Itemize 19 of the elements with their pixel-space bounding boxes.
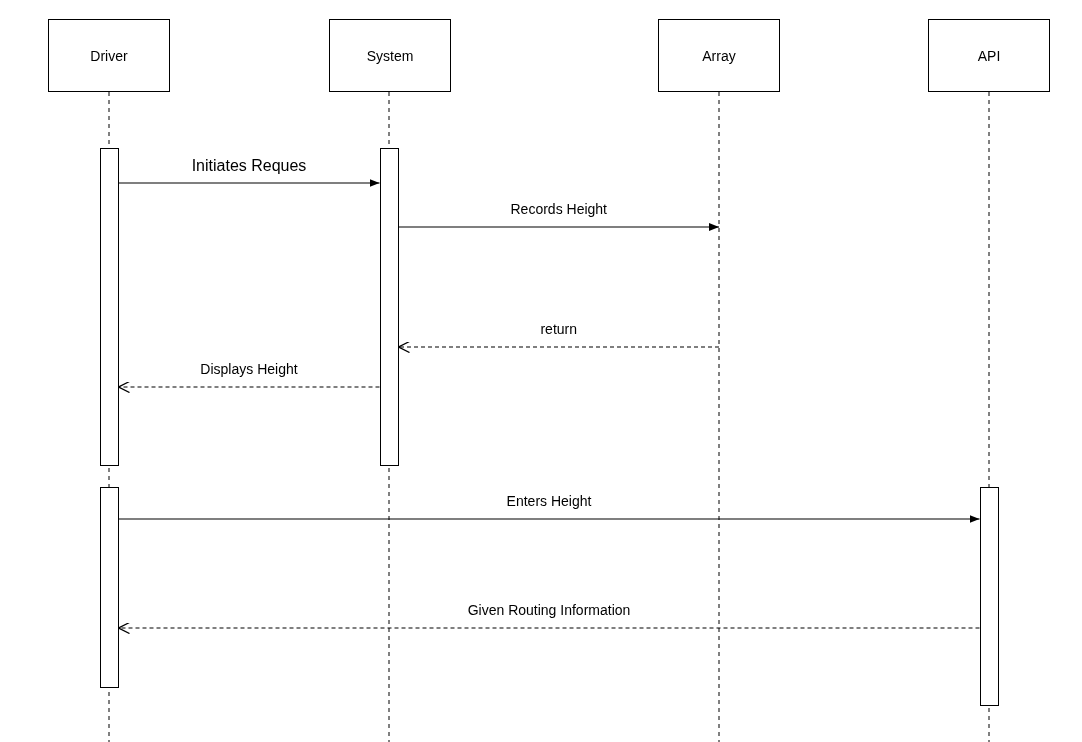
message-arrow: [117, 380, 381, 394]
message-arrow: [117, 515, 981, 523]
activation-bar: [99, 487, 119, 688]
message-arrow: [117, 179, 381, 187]
activation-bar: [99, 148, 119, 466]
message-label: Enters Height: [504, 493, 594, 509]
message-arrow: [397, 223, 720, 231]
message-label: Records Height: [508, 201, 609, 217]
message-label: return: [538, 321, 580, 337]
participant-name: Array: [702, 47, 736, 64]
activation-bar: [379, 148, 399, 466]
message-label: Given Routing Information: [465, 602, 633, 618]
activation-bar: [979, 487, 999, 706]
participant-name: System: [366, 47, 414, 64]
message-arrow: [117, 621, 981, 635]
participant-name: Driver: [90, 47, 128, 64]
participant-name: API: [977, 47, 1001, 64]
message-arrow: [397, 340, 720, 354]
message-label: Displays Height: [198, 361, 300, 377]
